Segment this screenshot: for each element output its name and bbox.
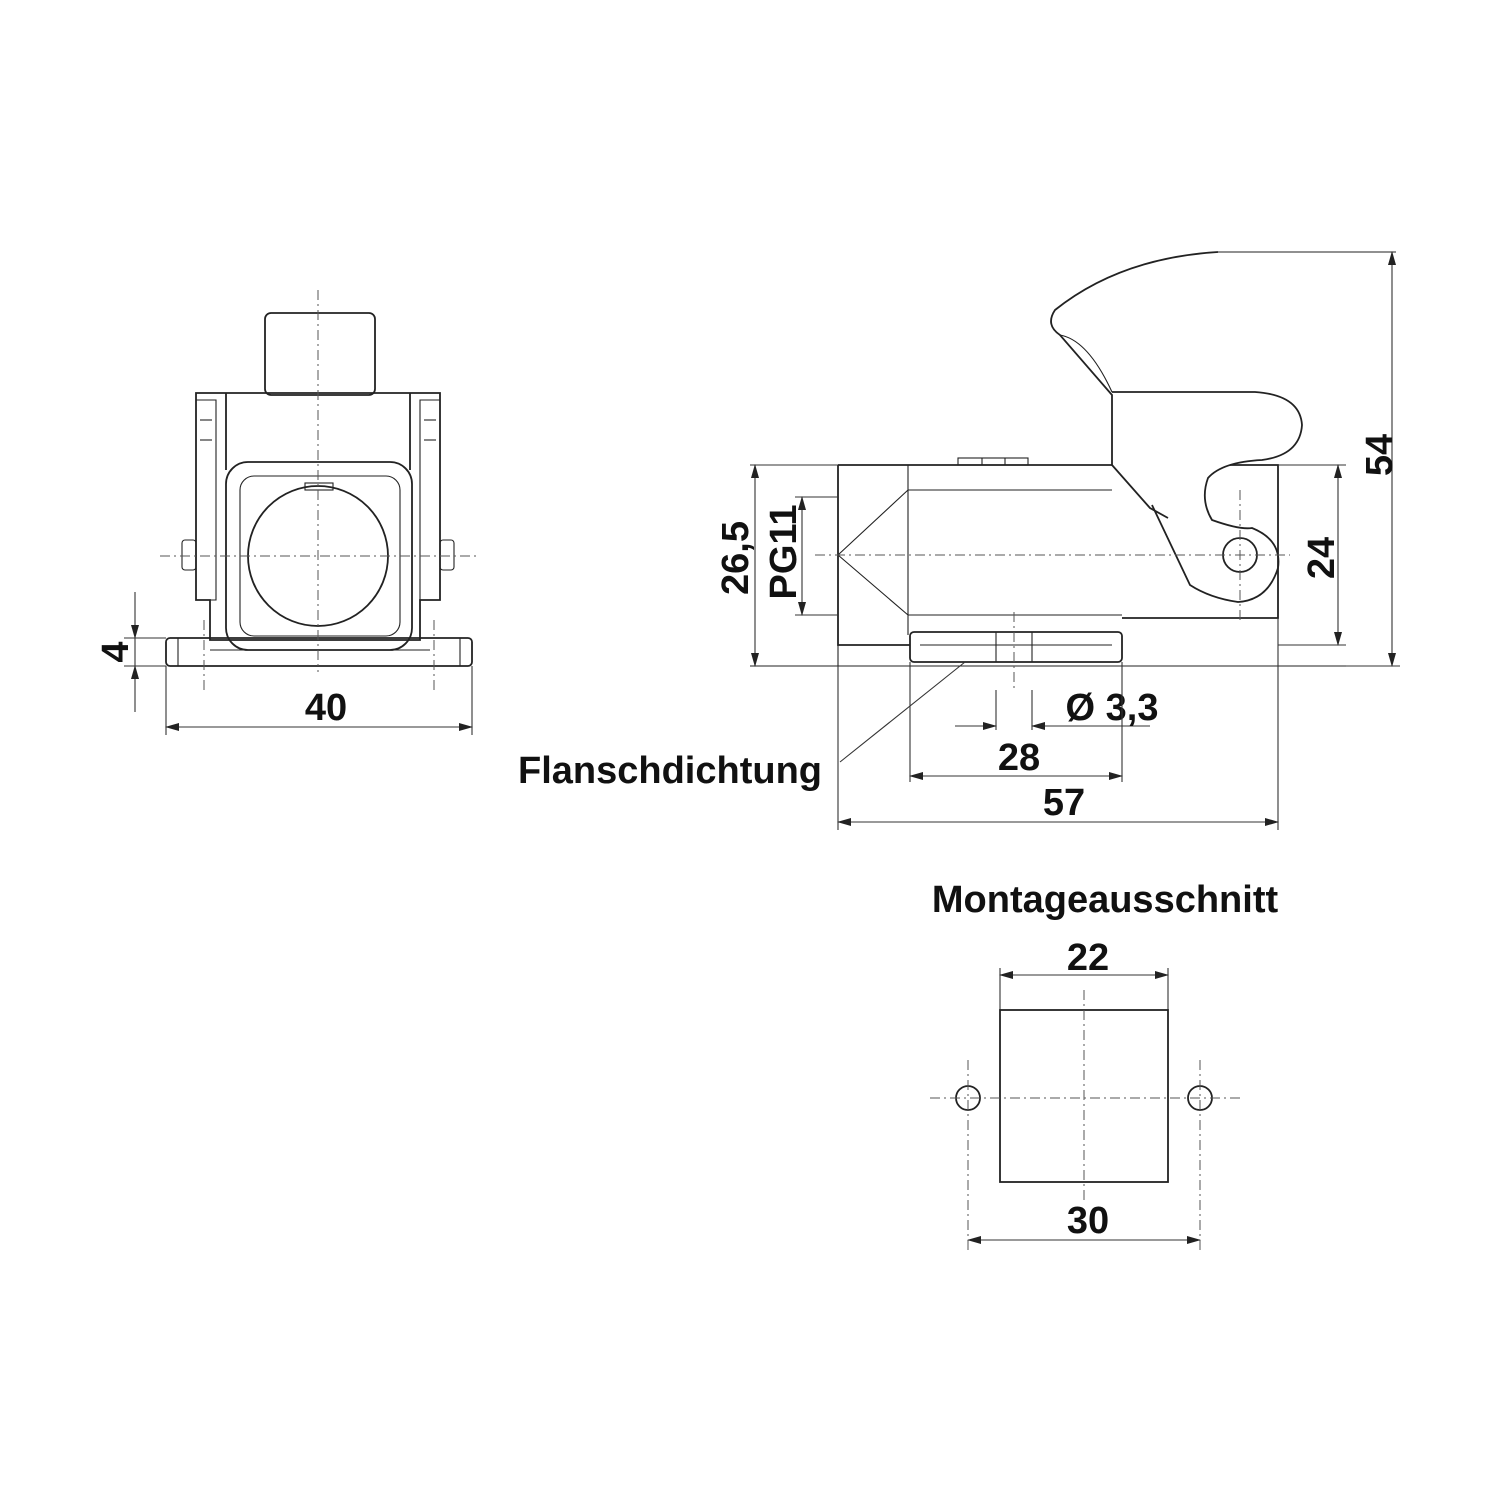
flange-gasket xyxy=(909,631,1123,663)
dim-hole-spacing: 30 xyxy=(1067,1200,1109,1242)
lever-hook xyxy=(1112,391,1303,603)
dim-opening-width: 22 xyxy=(1067,937,1109,979)
front-view: 4 40 xyxy=(95,290,478,735)
right-hinge xyxy=(419,399,440,601)
cutout-title: Montageausschnitt xyxy=(932,879,1279,921)
gasket-label: Flanschdichtung xyxy=(518,750,822,792)
lock-lever xyxy=(1050,251,1219,519)
dim-body-height: 26,5 xyxy=(715,521,757,595)
cover-tab xyxy=(264,312,376,396)
dim-pivot-height: 24 xyxy=(1301,537,1343,579)
left-pin xyxy=(181,539,197,571)
base-flange xyxy=(165,637,473,667)
dim-gasket-width: 28 xyxy=(998,737,1040,779)
right-pin xyxy=(439,539,455,571)
dim-front-width: 40 xyxy=(305,687,347,729)
mounting-cutout: Montageausschnitt 22 30 xyxy=(930,879,1278,1250)
dim-flange-height: 4 xyxy=(95,641,137,662)
dim-hole-diameter: Ø 3,3 xyxy=(1066,687,1159,729)
dim-overall-height: 54 xyxy=(1359,434,1401,476)
dim-overall-length: 57 xyxy=(1043,782,1085,824)
side-view: 54 24 26,5 PG11 Ø 3,3 28 57 Flansch xyxy=(518,251,1401,830)
left-hinge xyxy=(196,399,217,601)
dim-thread-size: PG11 xyxy=(763,504,805,599)
